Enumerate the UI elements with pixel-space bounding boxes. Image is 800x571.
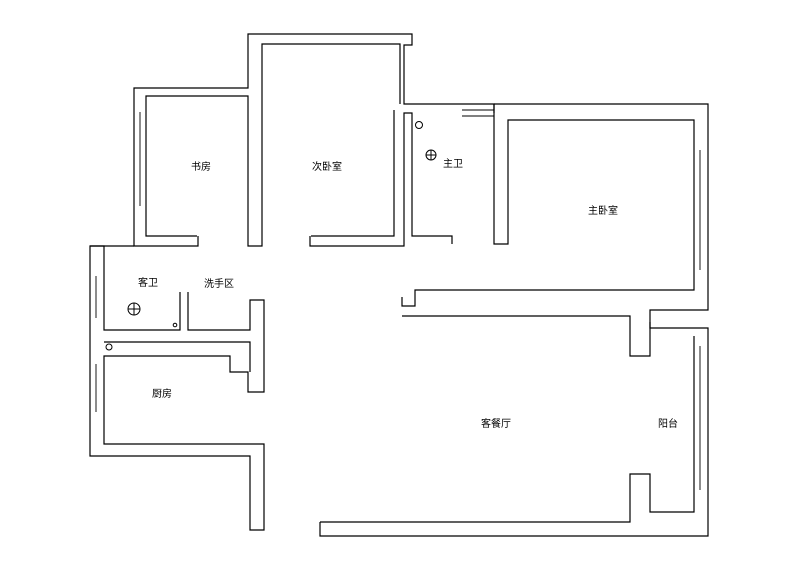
room-labels: 书房 次卧室 主卫 主卧室 客卫 洗手区 厨房 客餐厅 阳台 [138, 158, 678, 430]
label-balcony: 阳台 [658, 417, 678, 430]
wall-master-bath-divider [401, 104, 695, 307]
label-kitchen: 厨房 [152, 387, 172, 400]
wall-kitchen-top [104, 341, 251, 372]
label-bathroom-main: 主卫 [443, 158, 463, 170]
wall-second-bedroom-bottom [311, 110, 395, 237]
wall-living-bottom-inner [320, 336, 695, 523]
label-guest-bath: 客卫 [138, 276, 158, 289]
wall-study-outer [133, 33, 495, 247]
pipe-icon [105, 343, 113, 351]
label-living-dining: 客餐厅 [481, 417, 511, 430]
label-wash-area: 洗手区 [204, 277, 234, 290]
label-second-bedroom: 次卧室 [312, 160, 342, 173]
fixtures [105, 121, 437, 351]
label-master-bedroom: 主卧室 [588, 204, 618, 217]
wall-second-bedroom-right [309, 112, 453, 247]
walls [89, 33, 709, 537]
wall-master-outer [402, 103, 709, 357]
wall-living-bottom [319, 322, 709, 537]
wall-study-inner [145, 43, 401, 247]
pipe-icon [172, 322, 178, 328]
wall-left-outer [89, 245, 265, 531]
wall-left-inner [90, 245, 181, 331]
label-study: 书房 [191, 160, 211, 173]
pipe-icon [415, 121, 423, 129]
